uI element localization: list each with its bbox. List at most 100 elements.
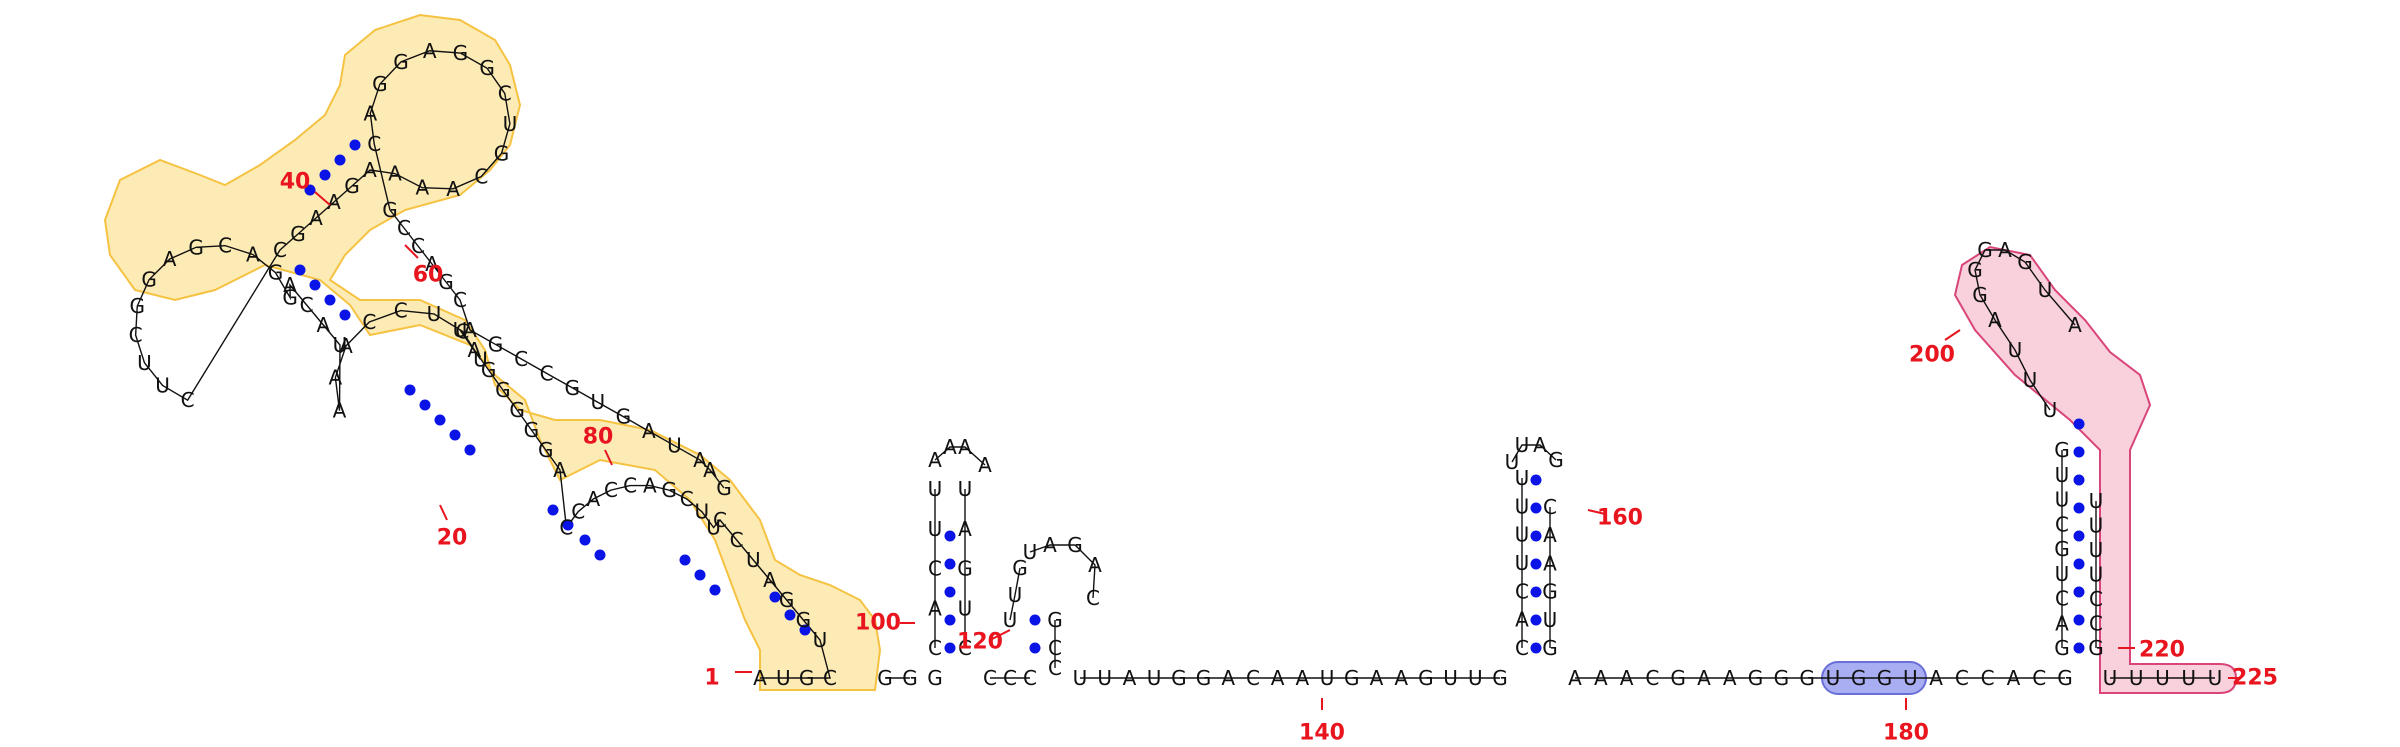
nucleotide: A — [467, 338, 481, 362]
nucleotide: G — [268, 261, 284, 285]
nucleotide: C — [514, 347, 528, 371]
nucleotide: U — [2038, 278, 2053, 302]
backbone-segment — [1511, 444, 1557, 463]
base-pair-dot — [1530, 586, 1542, 598]
nucleotide: C — [928, 557, 942, 581]
nucleotide: A — [446, 177, 460, 201]
backbone-segment — [134, 50, 831, 679]
nucleotide: U — [590, 390, 605, 414]
nucleotide: G — [779, 588, 795, 612]
nucleotide: U — [2129, 666, 2144, 690]
nucleotide: C — [1981, 666, 1995, 690]
nucleotide: A — [928, 448, 942, 472]
nucleotide: C — [680, 487, 694, 511]
nucleotide: G — [1344, 666, 1360, 690]
base-pair-dot — [2073, 642, 2085, 654]
nucleotide: G — [393, 50, 409, 74]
base-pair-dot — [944, 614, 956, 626]
base-pair-dot — [349, 139, 361, 151]
nucleotide: G — [1171, 666, 1187, 690]
base-pair-dot — [339, 309, 351, 321]
base-pair-dot — [304, 184, 316, 196]
base-pair-layer — [294, 139, 2085, 654]
base-pair-dot — [784, 609, 796, 621]
nucleotide: C — [362, 310, 376, 334]
nucleotide: U — [1320, 666, 1335, 690]
number-tick — [604, 449, 613, 466]
nucleotide: C — [1003, 666, 1017, 690]
nucleotide: U — [2103, 666, 2118, 690]
position-number: 225 — [2232, 666, 2278, 691]
nucleotide: A — [363, 101, 377, 125]
base-pair-dot — [334, 154, 346, 166]
nucleotide: A — [1568, 666, 1582, 690]
base-pair-dot — [944, 642, 956, 654]
base-pair-dot — [1530, 502, 1542, 514]
nucleotide: U — [706, 516, 721, 540]
nucleotide: U — [928, 477, 943, 501]
nucleotide: G — [877, 666, 893, 690]
nucleotide: G — [1196, 666, 1212, 690]
nucleotide: G — [481, 358, 497, 382]
nucleotide: A — [1543, 523, 1557, 547]
nucleotide: G — [1047, 608, 1063, 632]
nucleotide: U — [813, 628, 828, 652]
nucleotide: C — [730, 528, 744, 552]
nucleotide: G — [282, 286, 298, 310]
nucleotide: G — [1967, 258, 1983, 282]
nucleotide: A — [1370, 666, 1384, 690]
nucleotide: G — [1012, 556, 1028, 580]
nucleotide: A — [763, 568, 777, 592]
nucleotide: U — [2055, 463, 2070, 487]
base-pair-dot — [799, 624, 811, 636]
nucleotide: G — [2088, 636, 2104, 660]
nucleotide: A — [333, 399, 347, 423]
nucleotide: C — [2089, 587, 2103, 611]
nucleotide: A — [1394, 666, 1408, 690]
nucleotide: A — [958, 517, 972, 541]
nucleotide: U — [137, 351, 152, 375]
nucleotide: C — [540, 361, 554, 385]
nucleotide: U — [1515, 551, 1530, 575]
number-tick — [439, 504, 448, 521]
position-number: 80 — [583, 425, 614, 450]
nucleotide: C — [713, 508, 727, 532]
position-number: 20 — [437, 526, 468, 551]
nucleotide: U — [427, 302, 442, 326]
nucleotide: C — [958, 636, 972, 660]
base-pair-dot — [679, 554, 691, 566]
base-pair-dot — [309, 279, 321, 291]
position-number: 60 — [413, 263, 444, 288]
number-tick — [404, 244, 419, 259]
right-domain-highlight-shape — [1953, 245, 2238, 694]
nucleotide: U — [2208, 666, 2223, 690]
nucleotide: A — [753, 666, 767, 690]
nucleotide: C — [1955, 666, 1969, 690]
base-pair-dot — [1530, 558, 1542, 570]
nucleotide: A — [163, 247, 177, 271]
nucleotide: C — [1048, 656, 1062, 680]
base-pair-dot — [319, 169, 331, 181]
nucleotide: A — [703, 458, 717, 482]
nucleotide: G — [290, 222, 306, 246]
nucleotide: C — [823, 666, 837, 690]
nucleotide: A — [329, 366, 343, 390]
nucleotide: A — [246, 242, 260, 266]
nucleotide: A — [1988, 308, 2002, 332]
nucleotide: C — [928, 636, 942, 660]
base-pair-dot — [404, 384, 416, 396]
nucleotide: A — [339, 334, 353, 358]
nucleotide: C — [394, 299, 408, 323]
nucleotide: C — [1515, 636, 1529, 660]
nucleotide: U — [2023, 368, 2038, 392]
nucleotide: A — [978, 453, 992, 477]
nucleotide: C — [2055, 512, 2069, 536]
base-pair-dot — [294, 264, 306, 276]
base-pair-dot — [944, 530, 956, 542]
position-number: 180 — [1883, 721, 1929, 746]
nucleotide: A — [309, 206, 323, 230]
nucleotide: U — [1505, 450, 1520, 474]
base-pair-dot — [1029, 614, 1041, 626]
